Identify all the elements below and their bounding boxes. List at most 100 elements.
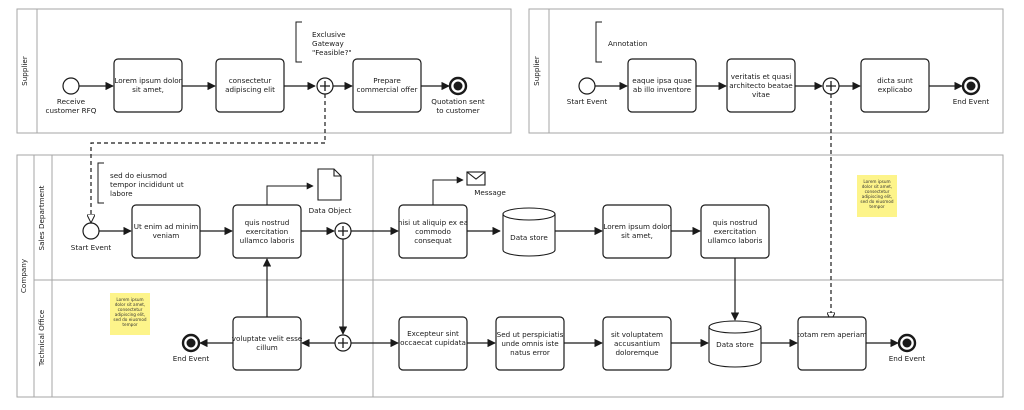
task-text: unde omnis iste [501,339,559,348]
data-store-icon[interactable] [708,320,762,368]
task-text: explicabo [878,85,912,94]
technical-lane-process: Lorem ipsum dolor sit amet, consectetur … [110,258,926,371]
parallel-gateway-icon[interactable] [822,77,840,95]
message-icon[interactable] [466,171,486,186]
sticky-text: consectetur [118,307,143,312]
annotation-text: sed do eiusmod [110,171,167,180]
end-label: End Event [953,97,990,106]
task-text: commodo [415,227,451,236]
parallel-gateway-icon[interactable] [334,222,352,240]
sales-lane-process: sed do eiusmod tempor incididunt ut labo… [71,162,897,335]
task-text: quis nostrud [245,218,290,227]
message-flow [91,94,326,222]
task-text: exercitation [246,227,289,236]
end-label: End Event [173,354,210,363]
task-text: Ut enim ad minim [134,222,198,231]
message-label: Message [474,188,506,197]
task-text: Excepteur sint [407,329,459,338]
task-text: ab illo inventore [633,85,692,94]
task-text: doloremque [615,348,659,357]
parallel-gateway-icon[interactable] [334,334,352,352]
task-text: Sed ut perspiciatis [497,330,564,339]
annotation-text: Exclusive [312,30,346,39]
task-totam-rem[interactable] [797,316,867,371]
sticky-text: tempor [869,204,885,209]
task-text: adipiscing elit [225,85,275,94]
annotation-bracket [295,21,302,63]
end-event-icon[interactable] [181,333,201,353]
task-text: exercitation [714,227,757,236]
start-event-icon[interactable] [82,222,100,240]
annotation-text: labore [110,189,133,198]
annotation-bracket [97,162,104,204]
sticky-text: dolor sit amet, [115,302,146,307]
sticky-text: Lorem ipsum [116,297,143,302]
start-label: Start Event [567,97,608,106]
annotation-bracket [595,21,602,63]
data-store-label: Data store [716,340,754,349]
start-event-icon[interactable] [62,77,80,95]
start-label: Start Event [71,243,112,252]
task-text: consequat [414,236,452,245]
task-text: voluptate velit esse [232,334,303,343]
sticky-text: consectetur [865,189,890,194]
task-text: sit voluptatem [611,330,663,339]
task-text: totam rem aperiam [797,330,867,339]
end-label: Quotation sent [431,97,485,106]
annotation-text: Gateway [312,39,344,48]
sticky-note[interactable]: Lorem ipsum dolor sit amet, consectetur … [857,175,897,217]
task-text: Prepare [373,76,401,85]
task-text: commercial offer [357,85,418,94]
task-text: natus error [510,348,550,357]
task-text: Lorem ipsum dolor [114,76,181,85]
task-text: nisi ut aliquip ex ea [398,218,468,227]
task-text: cillum [256,343,278,352]
sticky-text: dolor sit amet, [862,184,893,189]
data-object-icon[interactable] [317,168,342,201]
task-text: dicta sunt [877,76,913,85]
sticky-text: adipiscing elit, [115,312,145,317]
task-text: Lorem ipsum dolor [603,222,670,231]
task-text: ullamco laboris [240,236,295,245]
task-text: sit amet, [132,85,164,94]
task-text: accusantium [614,339,660,348]
sticky-note[interactable]: Lorem ipsum dolor sit amet, consectetur … [110,293,150,335]
task-text: occaecat cupidata [400,338,466,347]
sticky-text: adipiscing elit, [862,194,892,199]
start-label-1: Receive [57,97,86,106]
pool-company-label: Company [19,258,28,293]
start-event-icon[interactable] [578,77,596,95]
lane-sales-label: Sales Department [37,185,46,250]
task-text: ullamco laboris [708,236,763,245]
task-text: quis nostrud [713,218,758,227]
parallel-gateway-icon[interactable] [316,77,334,95]
lane-technical-label: Technical Office [37,309,46,367]
annotation-text: Annotation [608,39,647,48]
task-text: sit amet, [621,231,653,240]
task-text: consectetur [229,76,272,85]
end-event-icon[interactable] [961,76,981,96]
pool-supplier-right-label: Supplier [532,56,541,86]
task-text: vitae [752,90,770,99]
annotation-text: tempor incididunt ut [110,180,184,189]
data-store-label: Data store [510,233,548,242]
sticky-text: tempor [122,322,138,327]
pool-supplier-left-label: Supplier [20,56,29,86]
task-text: veritatis et quasi [731,72,791,81]
end-label: End Event [889,354,926,363]
supplier-right-process: Annotation Start Event eaque ipsa quae a… [567,21,990,113]
data-object-label: Data Object [309,206,352,215]
sticky-text: Lorem ipsum [863,179,890,184]
end-event-icon[interactable] [897,333,917,353]
end-event-icon[interactable] [448,76,468,96]
start-label-2: customer RFQ [46,106,97,115]
annotation-text: "Feasible?" [312,48,352,57]
supplier-left-process: Receive customer RFQ Lorem ipsum dolor s… [46,21,485,115]
task-text: veniam [153,231,180,240]
sticky-text: sed do eiusmod [113,317,147,322]
sticky-text: sed do eiusmod [860,199,894,204]
task-text: eaque ipsa quae [632,76,692,85]
data-store-icon[interactable] [502,207,556,257]
end-label: to customer [436,106,479,115]
